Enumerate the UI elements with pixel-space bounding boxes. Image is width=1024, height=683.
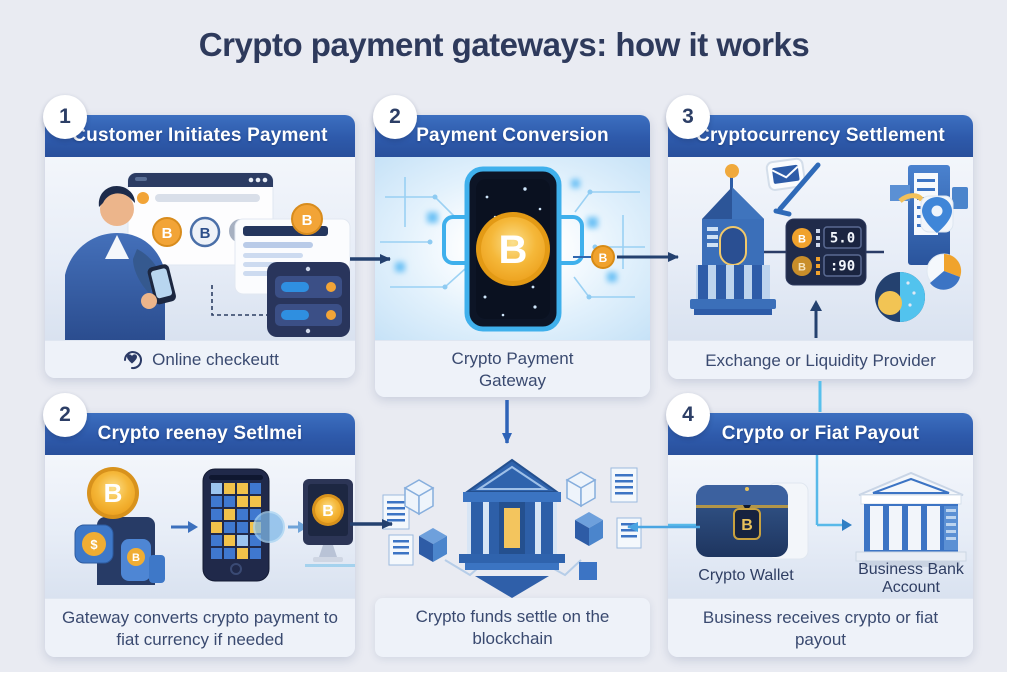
panel-caption: Business receives crypto or fiat payout	[668, 598, 973, 657]
panel-illustration-exchange: B 5.0 B :90	[668, 157, 973, 340]
step-badge-1: 1	[43, 95, 87, 139]
caption-text: Online checkeutt	[152, 350, 279, 370]
circuit-nodes	[427, 189, 598, 300]
caption-text: Crypto funds settle on the blockchain	[415, 607, 610, 648]
pie-chart-icon	[875, 272, 925, 322]
panel-header: Cryptocurrency Settlement	[668, 115, 973, 157]
svg-text:B: B	[104, 478, 123, 508]
panel-cryptocurrency-settlement: 3 Cryptocurrency Settlement	[666, 95, 973, 379]
bitcoin-coin-small-icon: B	[591, 245, 615, 269]
caption-text: Crypto Payment Gateway	[451, 349, 574, 390]
map-pin-icon	[920, 195, 954, 233]
panel-illustration-blockchain	[375, 440, 650, 598]
panel-illustration-gateway: B B	[375, 157, 650, 340]
panel-illustration-payout: B	[668, 455, 973, 598]
panel-header: Crypto reenəy Setlmei	[45, 413, 355, 455]
bank-building-icon	[855, 471, 967, 567]
rate-value-2: :90	[830, 259, 855, 275]
glow-squares	[395, 179, 617, 282]
svg-text:$: $	[90, 537, 98, 552]
panel-illustration-conversion: B $ B	[45, 455, 355, 598]
heart-icon	[124, 351, 143, 370]
coin-icon: B	[291, 203, 323, 235]
dashed-connector	[211, 285, 267, 316]
blockchain-cubes-icon	[565, 467, 642, 580]
blockchain-cubes-icon	[382, 479, 447, 566]
payment-terminal-icon	[267, 262, 350, 337]
exchange-building-icon	[690, 164, 776, 315]
page-title: Crypto payment gateways: how it works	[198, 26, 810, 63]
up-arrow	[810, 300, 822, 338]
svg-text:B: B	[499, 228, 528, 272]
svg-text:B: B	[200, 225, 211, 242]
bank-label: Business Bank Account	[858, 561, 964, 597]
svg-text:B: B	[599, 251, 608, 265]
exchange-rate-panel: B 5.0 B :90	[785, 218, 867, 286]
panel-header: Customer Initiates Payment	[45, 115, 355, 157]
svg-text:B: B	[798, 262, 806, 274]
bitcoin-coin-icon: B	[476, 212, 550, 286]
caption-text: Gateway converts crypto payment to fiat …	[62, 608, 338, 649]
person-icon	[65, 185, 176, 340]
panel-customer-initiates-payment: 1 Customer Initiates Payment	[43, 95, 355, 378]
caption-text: Exchange or Liquidity Provider	[705, 350, 936, 370]
svg-text:B: B	[302, 212, 313, 229]
crypto-coins-icon: B $ B	[74, 467, 165, 585]
panel-caption: Online checkeutt	[45, 340, 355, 378]
conversion-phone-icon	[202, 468, 285, 582]
envelope-icon	[765, 157, 806, 191]
panel-header: Payment Conversion	[375, 115, 650, 157]
sync-bubble-icon	[253, 511, 285, 543]
wallet-label: Crypto Wallet	[698, 567, 794, 584]
panel-blockchain-settlement: Crypto funds settle on the blockchain	[375, 405, 650, 657]
step-badge-2b: 2	[43, 393, 87, 437]
bitcoin-coin-orange-icon: B	[152, 217, 182, 247]
panel-gateway-conversion: 2 Crypto reenəy Setlmei B	[43, 393, 355, 657]
pointer-stick-icon	[773, 162, 821, 217]
panel-header: Crypto or Fiat Payout	[668, 413, 973, 455]
page-margin-right	[1007, 0, 1024, 683]
shield-icon	[475, 576, 549, 598]
monitor-icon: B	[303, 479, 355, 567]
step-badge-4: 4	[666, 393, 710, 437]
svg-text:B: B	[162, 225, 173, 242]
panel-caption: Exchange or Liquidity Provider	[668, 340, 973, 379]
bank-icon	[459, 458, 565, 598]
rate-value-1: 5.0	[830, 231, 855, 247]
step-badge-2: 2	[373, 95, 417, 139]
pie-chart-small-icon	[926, 253, 962, 290]
crypto-wallet-icon: B	[696, 482, 809, 560]
right-arrow	[171, 521, 198, 533]
panel-caption: Gateway converts crypto payment to fiat …	[45, 598, 355, 657]
panel-caption: Crypto Payment Gateway	[375, 340, 650, 397]
panel-caption: Crypto funds settle on the blockchain	[375, 598, 650, 657]
page-margin-bottom	[0, 672, 1024, 683]
svg-text:B: B	[741, 517, 753, 534]
step-badge-3: 3	[666, 95, 710, 139]
panel-payment-conversion: 2 Payment Conversion	[373, 95, 650, 397]
svg-text:B: B	[132, 552, 140, 564]
bitcoin-coin-blue-icon: B	[189, 216, 221, 248]
panel-illustration-checkout: B B	[45, 157, 355, 340]
svg-text:B: B	[798, 234, 806, 246]
svg-text:B: B	[322, 503, 334, 520]
caption-text: Business receives crypto or fiat payout	[702, 608, 939, 649]
panel-crypto-fiat-payout: 4 Crypto or Fiat Payout	[666, 393, 973, 657]
